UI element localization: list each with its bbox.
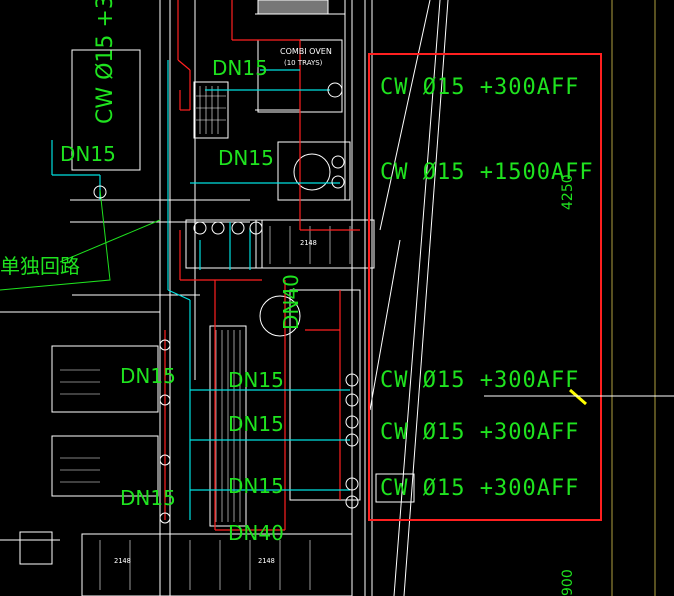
cw-label-3: CW Ø15 +300AFF <box>380 368 580 393</box>
equipment <box>19 0 375 596</box>
dn15-label-d: DN15 <box>120 364 176 388</box>
combi-oven-trays-label: (10 TRAYS) <box>284 59 323 67</box>
cold-water-pipes <box>51 60 350 520</box>
red-pipes <box>164 0 360 531</box>
leader-lines <box>0 189 161 291</box>
dimension-2148-b: 2148 <box>114 557 131 565</box>
grid-lines <box>611 0 656 596</box>
valves <box>93 82 359 524</box>
cw-label-1: CW Ø15 +300AFF <box>380 75 580 100</box>
dn15-label-b: DN15 <box>60 142 116 166</box>
dimension-2148-c: 2148 <box>258 557 275 565</box>
dimension-2148-a: 2148 <box>300 239 317 247</box>
dn15-label-e: DN15 <box>228 368 284 392</box>
cw-vertical-label: CW Ø15 +30 <box>93 0 118 124</box>
dn15-label-g: DN15 <box>120 486 176 510</box>
dn15-label-c: DN15 <box>218 146 274 170</box>
cw-label-5: CW Ø15 +300AFF <box>380 476 580 501</box>
cw-label-2: CW Ø15 +1500AFF <box>380 160 594 185</box>
dn40-vertical-label: DN40 <box>279 274 303 330</box>
dn40-bottom-label: DN40 <box>228 521 284 545</box>
combi-oven-label: COMBI OVEN <box>280 47 332 56</box>
dn15-label-h: DN15 <box>228 474 284 498</box>
dimension-4250: 4250 <box>560 174 576 210</box>
cw-label-4: CW Ø15 +300AFF <box>380 420 580 445</box>
dimension-900: 900 <box>560 569 576 596</box>
highlight-box <box>368 53 602 521</box>
fixture-outline <box>375 473 415 503</box>
dn15-label-f: DN15 <box>228 412 284 436</box>
chinese-circuit-label: 单独回路 <box>0 254 80 278</box>
dn15-label-a: DN15 <box>212 56 268 80</box>
grate-hatching <box>60 86 351 590</box>
yellow-marker <box>569 388 587 406</box>
